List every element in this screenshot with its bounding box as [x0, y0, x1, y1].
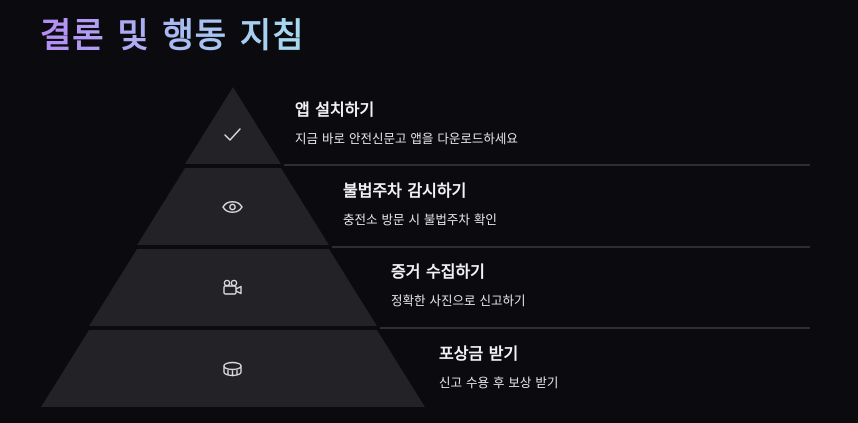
pyramid-tier-3 [89, 249, 377, 326]
page-title: 결론 및 행동 지침 [40, 16, 305, 56]
tier-install-app: 앱 설치하기 지금 바로 안전신문고 앱을 다운로드하세요 [295, 100, 518, 147]
video-camera-icon [223, 279, 242, 295]
pyramid-tier-4 [41, 330, 425, 407]
eye-icon [222, 201, 243, 213]
tier-description: 지금 바로 안전신문고 앱을 다운로드하세요 [295, 131, 518, 146]
pyramid-tier-1 [185, 87, 281, 164]
tier-description: 신고 수용 후 보상 받기 [439, 375, 559, 390]
tier-description: 정확한 사진으로 신고하기 [391, 293, 526, 308]
check-icon [224, 128, 241, 141]
tier-title: 증거 수집하기 [391, 262, 485, 281]
tier-title: 포상금 받기 [439, 344, 519, 363]
tier-title: 불법주차 감시하기 [343, 181, 467, 200]
coins-icon [223, 361, 242, 377]
tier-monitor-parking: 불법주차 감시하기 충전소 방문 시 불법주차 확인 [343, 181, 497, 228]
tier-title: 앱 설치하기 [295, 100, 375, 119]
tier-description: 충전소 방문 시 불법주차 확인 [343, 212, 497, 227]
tier-receive-reward: 포상금 받기 신고 수용 후 보상 받기 [439, 344, 558, 391]
tier-collect-evidence: 증거 수집하기 정확한 사진으로 신고하기 [391, 262, 525, 309]
pyramid-tier-2 [137, 168, 329, 245]
